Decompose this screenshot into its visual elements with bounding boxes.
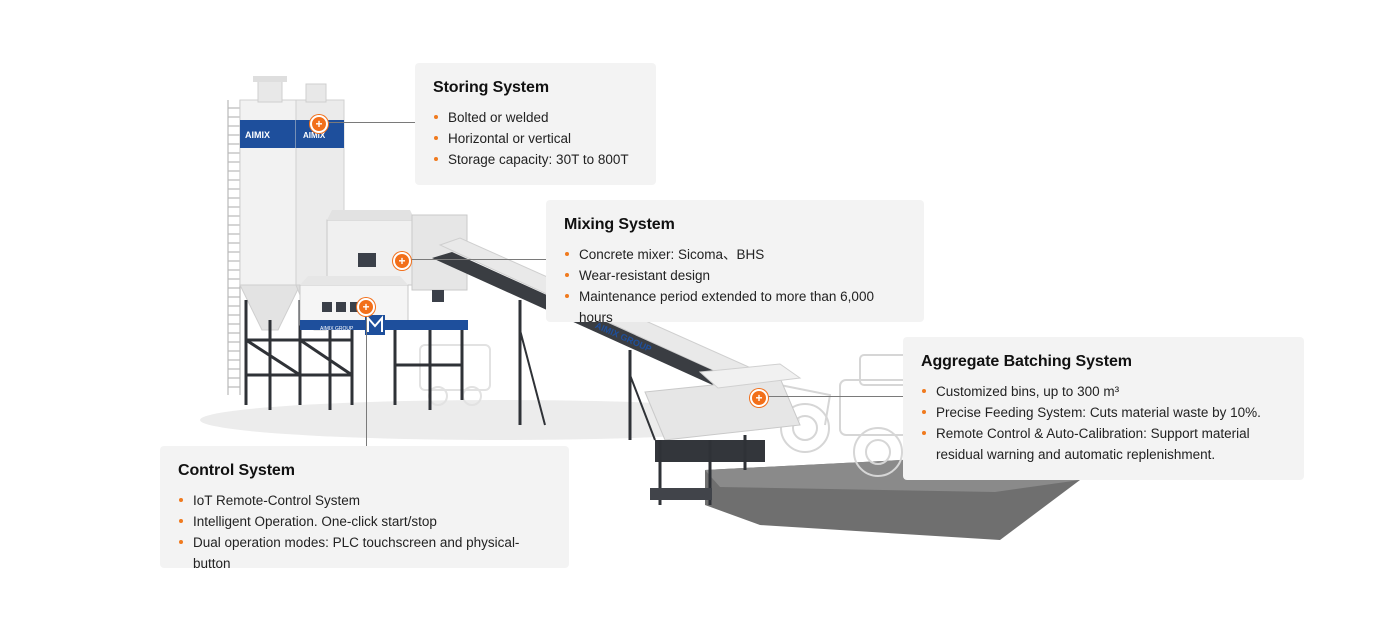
storing-system-card: Storing System Bolted or welded Horizont… (415, 63, 656, 185)
list-item: Intelligent Operation. One-click start/s… (178, 511, 551, 532)
list-item: Precise Feeding System: Cuts material wa… (921, 402, 1286, 423)
list-item: Remote Control & Auto-Calibration: Suppo… (921, 423, 1286, 465)
list-item: Storage capacity: 30T to 800T (433, 149, 638, 170)
list-item: IoT Remote-Control System (178, 490, 551, 511)
list-item: Wear-resistant design (564, 265, 906, 286)
storing-hotspot-plus-icon[interactable]: + (310, 115, 328, 133)
feature-list: IoT Remote-Control System Intelligent Op… (178, 490, 551, 574)
control-system-card: Control System IoT Remote-Control System… (160, 446, 569, 571)
ground-shadow (200, 400, 800, 440)
leader-aggregate (767, 396, 904, 397)
list-item: Dual operation modes: PLC touchscreen an… (178, 532, 551, 574)
list-item: Customized bins, up to 300 m³ (921, 381, 1286, 402)
steel-structure (244, 300, 464, 410)
silo-left (239, 76, 301, 331)
leader-control (366, 314, 367, 446)
leader-storing (326, 122, 416, 123)
list-item: Bolted or welded (433, 107, 638, 128)
card-title: Storing System (433, 79, 549, 96)
card-title: Mixing System (564, 216, 675, 233)
list-item: Maintenance period extended to more than… (564, 286, 906, 328)
feature-list: Customized bins, up to 300 m³ Precise Fe… (921, 381, 1286, 465)
mixing-system-card: Mixing System Concrete mixer: Sicoma、BHS… (546, 200, 924, 325)
leader-mixing (409, 259, 547, 260)
aggregate-batching-system-card: Aggregate Batching System Customized bin… (903, 337, 1304, 480)
silo-brand-right: AIMIX (303, 131, 326, 140)
silo-scaffold (227, 100, 241, 395)
list-item: Horizontal or vertical (433, 128, 638, 149)
control-hotspot-plus-icon[interactable]: + (357, 298, 375, 316)
silo-brand-left: AIMIX (245, 130, 270, 140)
mixing-hotspot-plus-icon[interactable]: + (393, 252, 411, 270)
feature-list: Bolted or welded Horizontal or vertical … (433, 107, 638, 170)
card-title: Control System (178, 462, 295, 479)
aggregate-hotspot-plus-icon[interactable]: + (750, 389, 768, 407)
feature-list: Concrete mixer: Sicoma、BHS Wear-resistan… (564, 244, 906, 328)
plant-label: AIMIX GROUP (320, 326, 354, 332)
list-item: Concrete mixer: Sicoma、BHS (564, 244, 906, 265)
mixing-building (299, 210, 468, 335)
card-title: Aggregate Batching System (921, 353, 1132, 370)
